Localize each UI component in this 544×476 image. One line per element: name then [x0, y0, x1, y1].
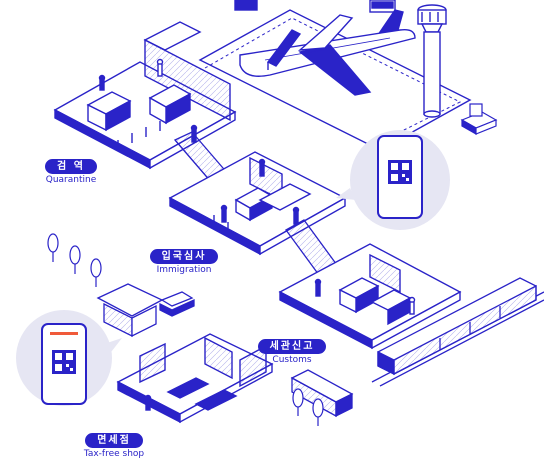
customs-label-ko: 세관신고 — [257, 339, 327, 354]
tow-vehicle-icon — [460, 103, 498, 136]
customs-floor — [278, 243, 462, 350]
customs-label-en: Customs — [272, 355, 312, 365]
train-icon — [371, 277, 544, 387]
immigration-floor — [168, 151, 347, 256]
qr-phone-icon — [16, 310, 122, 406]
airplane-icon — [239, 9, 416, 96]
dutyfree-label-ko: 면세점 — [85, 433, 143, 448]
parking-area — [96, 283, 164, 338]
quarantine-label-ko: 검 역 — [45, 159, 97, 174]
qr-phone-icon — [336, 130, 450, 230]
customs-label: 세관신고 Customs — [250, 334, 334, 366]
immigration-label-ko: 입국심사 — [149, 249, 219, 264]
tree-icon — [292, 388, 324, 426]
tree-icon — [47, 233, 102, 287]
car-icon — [159, 291, 195, 317]
immigration-label: 입국심사 Immigration — [136, 244, 232, 276]
dutyfree-label: 면세점 Tax-free shop — [66, 428, 162, 460]
dutyfree-floor — [116, 333, 274, 424]
quarantine-label: 검 역 Quarantine — [24, 154, 118, 186]
quarantine-floor — [53, 21, 237, 170]
bus-icon — [290, 369, 354, 418]
immigration-label-en: Immigration — [156, 265, 212, 275]
quarantine-label-en: Quarantine — [45, 175, 97, 185]
dutyfree-label-en: Tax-free shop — [83, 449, 145, 459]
control-tower-icon — [417, 4, 447, 118]
